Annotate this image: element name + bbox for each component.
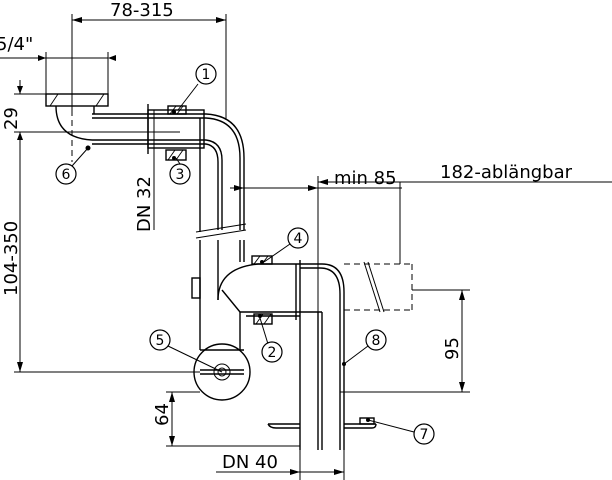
dimension-thread: 5/4" — [0, 34, 116, 94]
dimension-dn40: DN 40 — [216, 450, 345, 480]
dim-label-min85: min 85 — [334, 168, 397, 189]
callout-5: 5 — [149, 329, 223, 373]
dimension-64: 64 — [152, 391, 300, 447]
lower-vertical-pipe — [191, 240, 245, 350]
callout-label-1: 1 — [202, 67, 211, 83]
callout-label-7: 7 — [420, 427, 429, 443]
callout-6: 6 — [55, 147, 89, 185]
dimension-height-range: 104-350 — [1, 132, 200, 373]
dashed-extension — [344, 261, 413, 313]
dimension-min85: min 85 — [230, 168, 402, 264]
dimension-95: 95 — [340, 289, 470, 393]
dimension-cut-length: 182-ablängbar — [317, 162, 612, 312]
callout-label-4: 4 — [294, 231, 303, 247]
outlet-elbow — [217, 255, 301, 450]
dim-label-cut-length: 182-ablängbar — [440, 162, 573, 183]
outlet-pipe-dn40 — [267, 263, 377, 450]
dim-label-64: 64 — [152, 403, 173, 426]
callout-label-6: 6 — [62, 167, 71, 183]
callout-label-5: 5 — [156, 333, 165, 349]
dim-label-thread: 5/4" — [0, 34, 33, 55]
callout-2: 2 — [259, 317, 283, 363]
trap-bowl — [193, 343, 251, 401]
dim-label-29: 29 — [1, 107, 22, 130]
dim-label-dn32: DN 32 — [134, 176, 155, 232]
pipe-label-dn32: DN 32 — [134, 110, 160, 232]
callout-8: 8 — [343, 329, 387, 365]
callout-7: 7 — [367, 419, 435, 445]
upper-elbow — [195, 113, 247, 239]
dimension-29: 29 — [1, 80, 180, 146]
dim-label-height-range: 104-350 — [1, 221, 22, 296]
callout-label-8: 8 — [372, 333, 381, 349]
callout-4: 4 — [263, 227, 309, 263]
callout-label-2: 2 — [268, 345, 277, 361]
dim-label-95: 95 — [442, 337, 463, 360]
dim-label-top-width: 78-315 — [110, 0, 174, 21]
callout-1: 1 — [177, 63, 217, 111]
callout-label-3: 3 — [176, 167, 185, 183]
dim-label-dn40: DN 40 — [222, 452, 278, 473]
callout-3: 3 — [169, 157, 191, 185]
dimension-top-width: 78-315 — [71, 0, 227, 120]
